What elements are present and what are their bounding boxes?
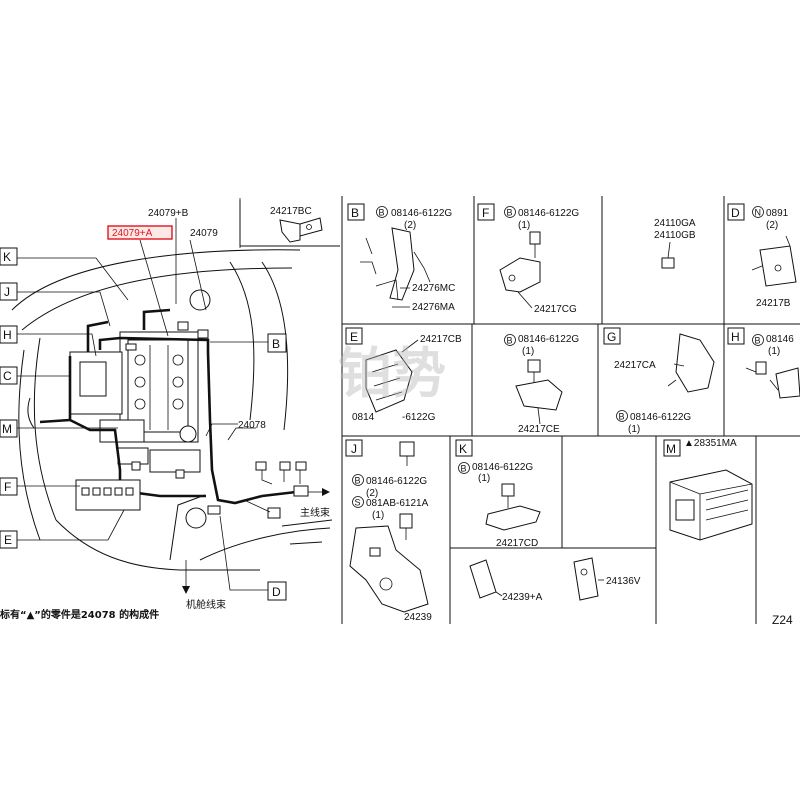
- panel-ga-part-1: 24110GA: [654, 218, 696, 229]
- callout-e-label: E: [4, 533, 12, 547]
- svg-text:N: N: [755, 208, 762, 218]
- panel-e-bolt-bottom-suffix: -6122G: [402, 412, 436, 423]
- panel-h-bolt: 08146: [766, 334, 794, 345]
- panel-f-top: F B 08146-6122G (1) 24217CG: [477, 203, 579, 315]
- panel-j-qty: (2): [366, 488, 378, 499]
- panel-24110: 24110GA 24110GB: [654, 218, 696, 269]
- svg-text:B: B: [355, 476, 361, 486]
- callout-k-label: K: [3, 250, 11, 264]
- svg-text:S: S: [355, 498, 361, 508]
- panel-e-bolt-top: 08146-6122G: [518, 334, 579, 345]
- panel-d: D N 0891 (2) 24217B: [727, 203, 797, 309]
- diagram-code: Z24: [772, 613, 793, 627]
- callout-f-label: F: [4, 480, 11, 494]
- callout-h: [0, 325, 18, 344]
- panel-d-qty: (2): [766, 220, 778, 231]
- panel-g: G 24217CA B 08146-6122G (1): [603, 327, 715, 435]
- label-main-harness: 主线束: [300, 506, 330, 519]
- panel-b-part-1: 24276MC: [412, 283, 455, 294]
- panel-b-letter: B: [351, 206, 359, 220]
- panel-e-qty-top: (1): [522, 346, 534, 357]
- panel-f1-letter: F: [482, 206, 489, 220]
- highlight-box: [107, 225, 173, 240]
- panel-k-letter: K: [459, 442, 467, 456]
- watermark-text: 铂势: [338, 342, 446, 405]
- panel-g-letter: G: [607, 330, 616, 344]
- callout-m: [0, 419, 18, 438]
- callout-d-label: D: [272, 585, 281, 599]
- panel-g-bolt: 08146-6122G: [630, 412, 691, 423]
- footnote: 标有“▲”的零件是24078 的构成件: [0, 608, 159, 621]
- panel-f1-bolt: 08146-6122G: [518, 208, 579, 219]
- detail-grid: B B 08146-6122G (2) 24276MC 24276MA F B …: [341, 196, 800, 627]
- callout-f: [0, 477, 18, 496]
- panel-g-qty: (1): [628, 424, 640, 435]
- svg-text:B: B: [507, 336, 513, 346]
- panel-m-part: ▲28351MA: [684, 438, 737, 449]
- panel-e-part-top: 24217CB: [420, 334, 462, 345]
- callout-j: [0, 282, 18, 301]
- label-engine-harness: 机舱线束: [186, 598, 226, 611]
- panel-b: B B 08146-6122G (2) 24276MC 24276MA: [347, 203, 455, 313]
- callout-m-label: M: [2, 422, 12, 436]
- part-24079: 24079: [190, 228, 218, 239]
- callout-e: [0, 530, 18, 549]
- callout-c-label: C: [3, 369, 12, 383]
- panel-g-part: 24217CA: [614, 360, 656, 371]
- callout-k: [0, 247, 18, 266]
- panel-k: K B 08146-6122G (1) 24217CD: [455, 439, 541, 549]
- callout-b-label: B: [272, 337, 280, 351]
- panel-e-bolt-bottom: 0814: [352, 412, 375, 423]
- panel-b-bolt: 08146-6122G: [391, 208, 452, 219]
- callout-h-label: H: [3, 328, 12, 342]
- panel-d-bolt: 0891: [766, 208, 789, 219]
- engine-bay-overview: K J H C M F E B D 24079+B 24079+A 24079 …: [0, 198, 340, 621]
- panel-j-screw: 081AB-6121A: [366, 498, 429, 509]
- callout-c: [0, 366, 18, 385]
- part-24079-b: 24079+B: [148, 208, 189, 219]
- panel-m-letter: M: [666, 442, 676, 456]
- callout-b: [267, 333, 287, 353]
- panel-f1-qty: (1): [518, 220, 530, 231]
- panel-j-bolt: 08146-6122G: [366, 476, 427, 487]
- callout-j-label: J: [4, 285, 10, 299]
- panel-j-letter: J: [351, 442, 357, 456]
- panel-h-letter: H: [731, 330, 740, 344]
- panel-k-bolt: 08146-6122G: [472, 462, 533, 473]
- svg-text:B: B: [379, 208, 385, 218]
- part-24217bc: 24217BC: [270, 206, 312, 217]
- panel-b-part-2: 24276MA: [412, 302, 455, 313]
- panel-ga-part-2: 24110GB: [654, 230, 696, 241]
- panel-e-letter: E: [350, 330, 358, 344]
- panel-h: H B 08146 (1): [727, 327, 800, 399]
- panel-e-part-bottom: 24217CE: [518, 424, 560, 435]
- svg-text:B: B: [507, 208, 513, 218]
- panel-f1-part: 24217CG: [534, 304, 577, 315]
- panel-j-part: 24239: [404, 612, 432, 623]
- callout-d: [267, 581, 287, 601]
- svg-text:B: B: [619, 412, 625, 422]
- panel-bottom: 24239+A 24136V: [469, 557, 641, 603]
- panel-bottom-part-2: 24136V: [606, 576, 641, 587]
- panel-b-qty: (2): [404, 220, 416, 231]
- svg-text:B: B: [461, 464, 467, 474]
- panel-e: E 24217CB 0814 -6122G B 08146-6122G (1) …: [345, 327, 579, 435]
- panel-j-qty2: (1): [372, 510, 384, 521]
- part-24079-a: 24079+A: [112, 228, 153, 239]
- panel-d-part: 24217B: [756, 298, 791, 309]
- panel-k-qty: (1): [478, 473, 490, 484]
- panel-m: M ▲28351MA: [663, 438, 753, 541]
- svg-text:B: B: [755, 336, 761, 346]
- panel-k-part: 24217CD: [496, 538, 538, 549]
- panel-j: J B 08146-6122G (2) S 081AB-6121A (1) 24…: [345, 439, 432, 623]
- panel-h-qty: (1): [768, 346, 780, 357]
- panel-bottom-part-1: 24239+A: [502, 592, 543, 603]
- part-24078: 24078: [238, 420, 266, 431]
- panel-d-letter: D: [731, 206, 740, 220]
